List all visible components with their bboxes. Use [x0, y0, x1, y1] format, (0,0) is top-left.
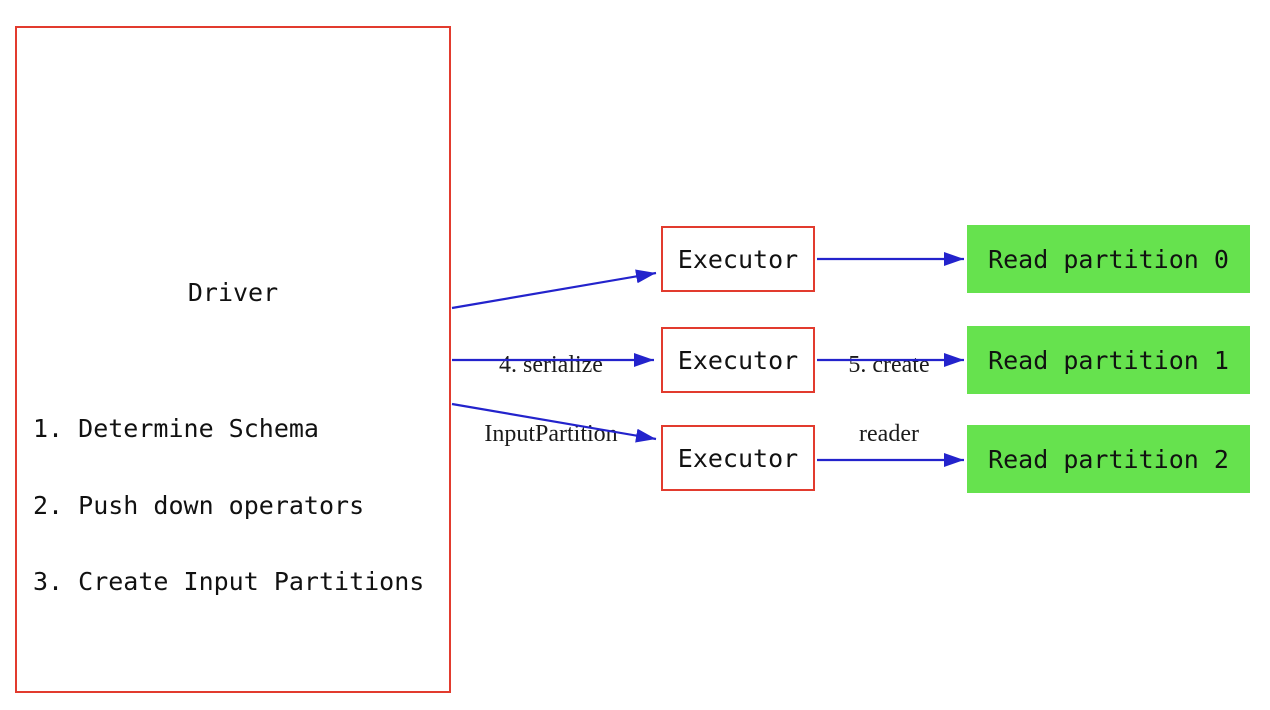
driver-title: Driver — [187, 278, 279, 307]
driver-step-2: 2. Push down operators — [33, 490, 365, 520]
executor-box-1: Executor — [661, 327, 815, 393]
create-reader-label: 5. create reader — [779, 308, 999, 492]
driver-step-1: 1. Determine Schema — [33, 414, 319, 443]
create-reader-label-line1: 5. create — [848, 352, 930, 378]
partition-label-2: Read partition 2 — [988, 444, 1229, 474]
executor-box-0: Executor — [661, 226, 815, 292]
driver-box — [15, 26, 451, 693]
serialize-label-line1: 4. serialize — [499, 352, 603, 378]
serialize-label-line2: InputPartition — [484, 421, 618, 447]
executor-box-2: Executor — [661, 425, 815, 491]
driver-steps-list: 1. Determine Schema 2. Push down operato… — [33, 365, 424, 646]
partition-box-2: Read partition 2 — [967, 425, 1250, 493]
partition-box-0: Read partition 0 — [967, 225, 1250, 293]
executor-label-2: Executor — [677, 443, 799, 473]
arrow-driver-to-executor-0 — [451, 269, 657, 310]
create-reader-label-line2: reader — [859, 421, 919, 447]
executor-label-1: Executor — [677, 345, 799, 375]
partition-label-0: Read partition 0 — [988, 244, 1229, 274]
partition-label-1: Read partition 1 — [988, 345, 1229, 375]
serialize-inputpartition-label: 4. serialize InputPartition — [441, 308, 661, 492]
executor-label-0: Executor — [677, 244, 799, 274]
partition-box-1: Read partition 1 — [967, 326, 1250, 394]
driver-step-3: 3. Create Input Partitions — [33, 567, 425, 596]
